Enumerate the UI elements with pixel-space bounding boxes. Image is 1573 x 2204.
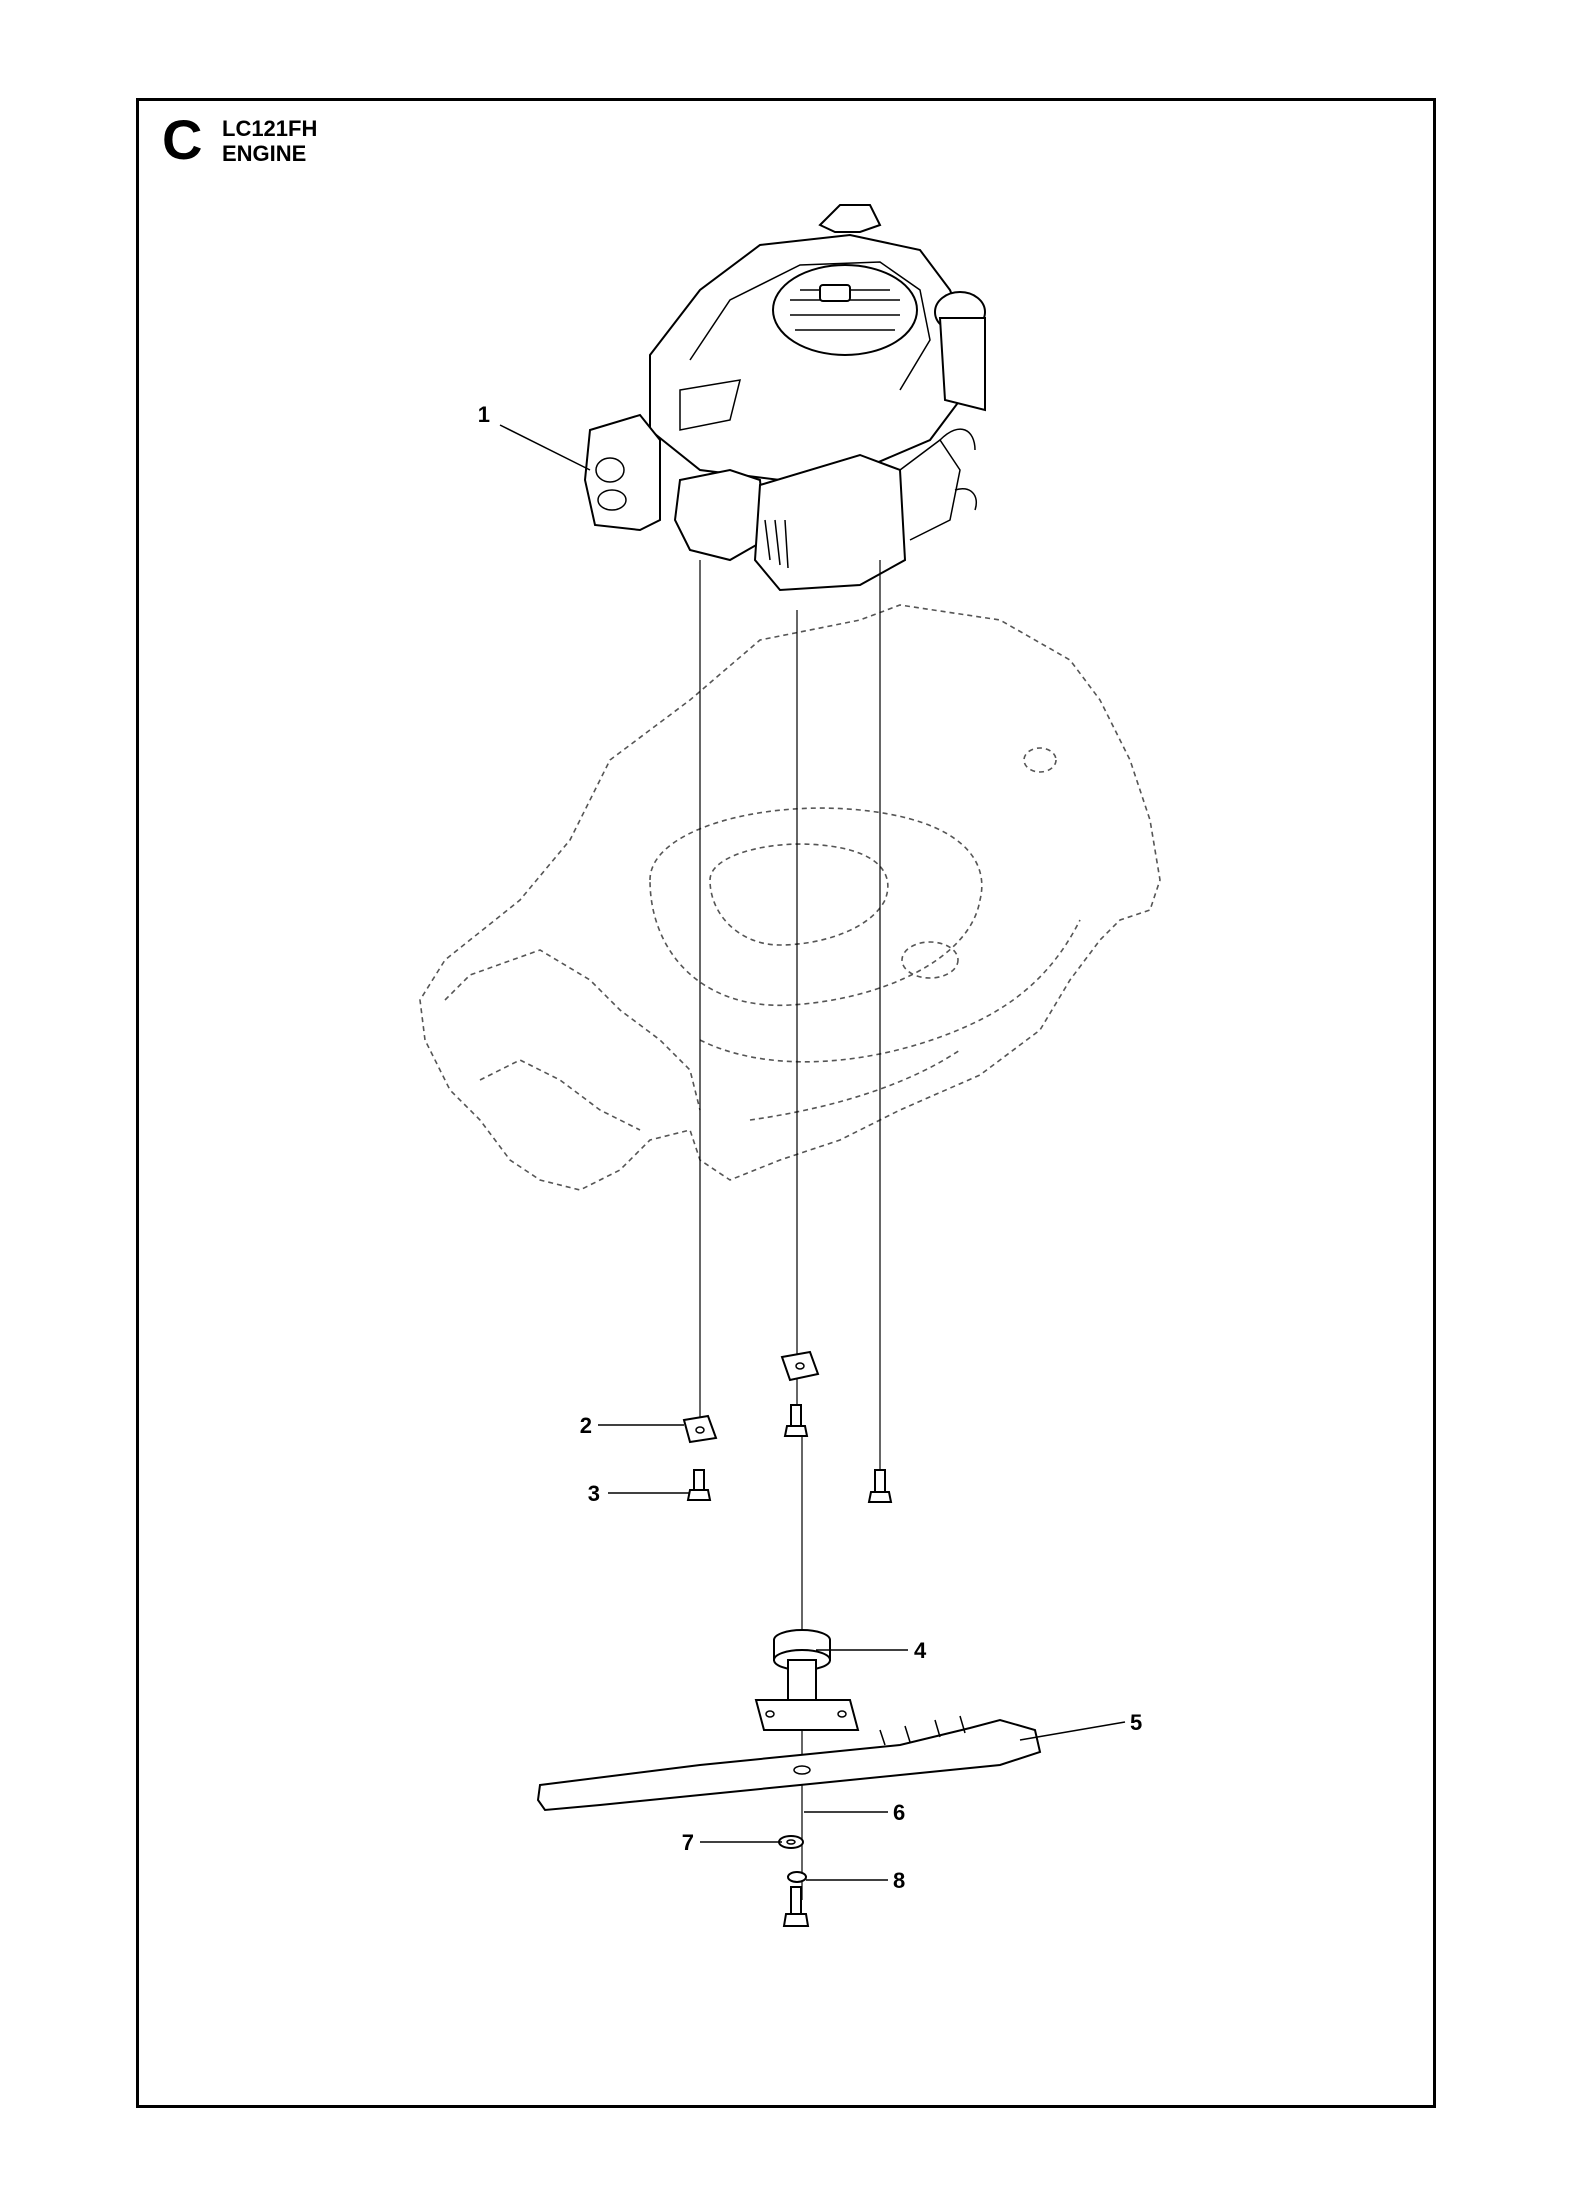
right-bolt [867, 1469, 893, 1503]
callout-4: 4 [914, 1638, 927, 1663]
callout-6: 6 [893, 1800, 905, 1825]
title-block: LC121FH ENGINE [222, 116, 317, 167]
part-5-blade [536, 1715, 1042, 1812]
mower-deck-ghost [419, 604, 1161, 1191]
callout-2: 2 [580, 1413, 592, 1438]
part-6-washer [778, 1835, 804, 1849]
part-4-blade-adapter [754, 1629, 860, 1731]
part-2-plate [682, 1414, 718, 1444]
section-letter: C [162, 108, 203, 171]
center-bolt [783, 1404, 809, 1437]
center-plate [780, 1350, 820, 1382]
drawing-frame [136, 98, 1436, 2108]
model-title: LC121FH [222, 116, 318, 141]
assembly-lines [699, 560, 881, 1900]
callout-5: 5 [1130, 1710, 1142, 1735]
engine-assembly [583, 204, 986, 592]
callout-8: 8 [893, 1868, 905, 1893]
callout-1: 1 [478, 402, 490, 427]
section-subtitle: ENGINE [222, 141, 307, 167]
part-3-bolt [686, 1469, 712, 1501]
part-7-lock-washer [787, 1871, 807, 1883]
callout-7: 7 [682, 1830, 694, 1855]
part-8-bolt [782, 1886, 810, 1927]
leader-lines [499, 424, 1126, 1881]
callout-labels: 1 2 3 4 5 6 7 8 [478, 402, 1143, 1893]
callout-3: 3 [588, 1481, 600, 1506]
